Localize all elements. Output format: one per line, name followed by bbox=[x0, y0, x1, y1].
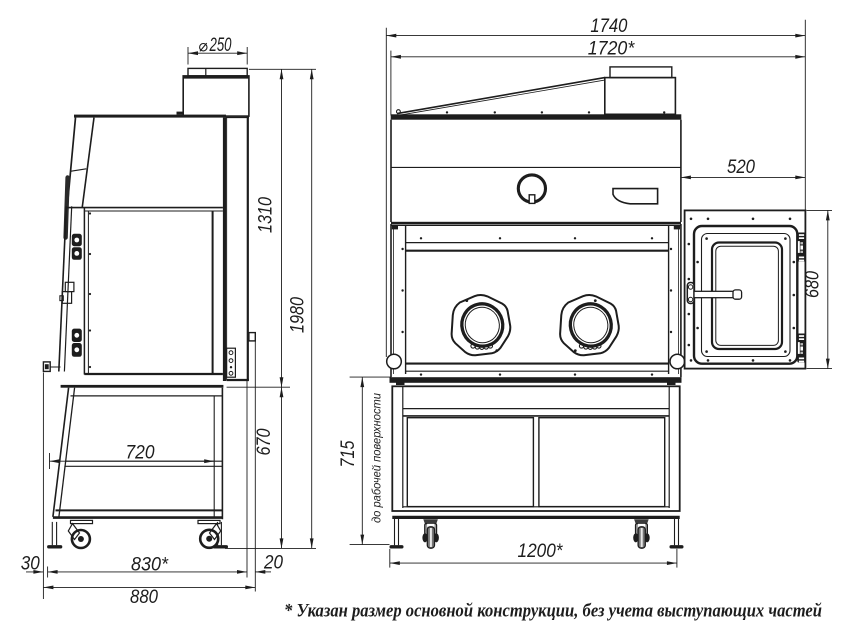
svg-text:250: 250 bbox=[209, 35, 232, 56]
svg-text:1720*: 1720* bbox=[588, 39, 635, 60]
svg-text:1310: 1310 bbox=[256, 197, 277, 233]
svg-text:* Указан размер основной конст: * Указан размер основной конструкции, бе… bbox=[284, 602, 822, 622]
svg-text:720: 720 bbox=[126, 443, 155, 464]
svg-text:830*: 830* bbox=[131, 555, 169, 576]
svg-text:30: 30 bbox=[21, 554, 40, 575]
svg-text:20: 20 bbox=[263, 553, 283, 574]
svg-text:520: 520 bbox=[727, 157, 755, 178]
svg-text:670: 670 bbox=[254, 428, 275, 455]
svg-text:до рабочей поверхности: до рабочей поверхности bbox=[372, 392, 384, 523]
svg-text:880: 880 bbox=[130, 587, 158, 608]
svg-text:715: 715 bbox=[338, 440, 359, 467]
svg-text:680: 680 bbox=[803, 271, 824, 298]
svg-text:1980: 1980 bbox=[288, 297, 309, 333]
svg-text:1200*: 1200* bbox=[518, 541, 564, 562]
svg-text:1740: 1740 bbox=[590, 16, 627, 37]
